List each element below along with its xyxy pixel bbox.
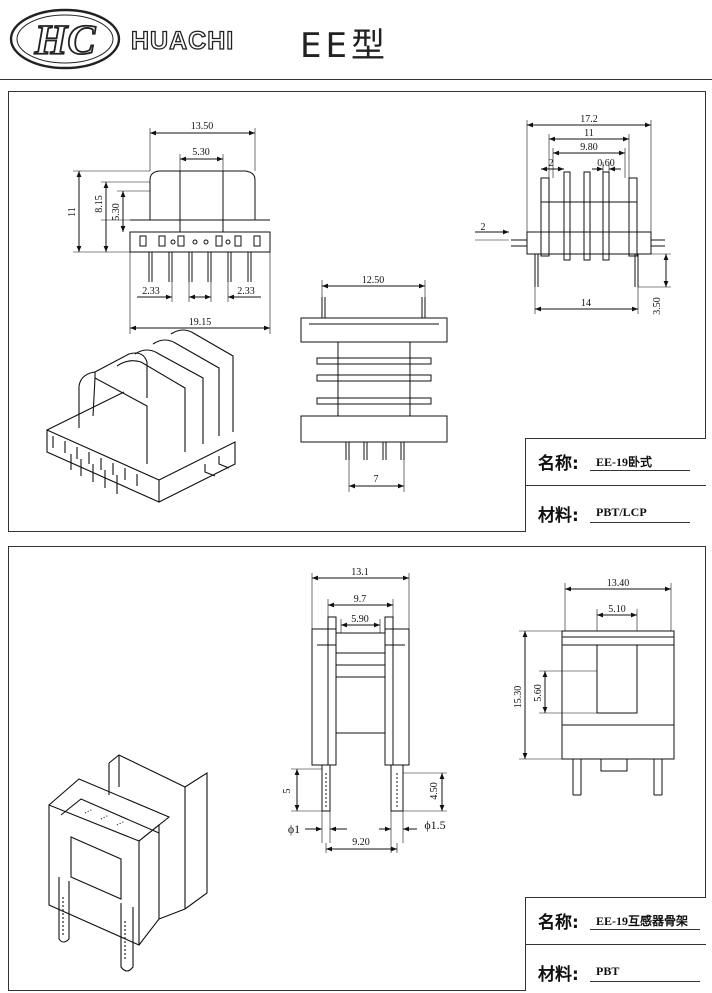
- side-view-bobbin: [511, 171, 665, 287]
- dim-pin-len-left: 5: [282, 789, 293, 794]
- front-view-transformer: [311, 616, 410, 812]
- material-label: 材料:: [538, 506, 579, 526]
- side-view-transformer: [561, 630, 675, 796]
- dim-flange-left: 2: [549, 158, 554, 169]
- technical-drawing-horizontal: 13.50 5.30 11 8.15 5.30 2.33 2.33 19.15 …: [46, 114, 671, 503]
- material-value: PBT/LCP: [596, 505, 647, 519]
- dim-pin-span: 9.20: [352, 837, 370, 848]
- dim-side-width: 13.40: [607, 578, 630, 589]
- material-underline: [590, 522, 690, 523]
- dim-side-total: 17.2: [580, 114, 598, 125]
- spec-box-transformer: 名称: EE-19互感器骨架 材料: PBT: [525, 897, 706, 991]
- dim-pin-dia-left: ϕ1: [288, 822, 300, 836]
- company-logo: HC: [8, 6, 123, 72]
- material-value: PBT: [596, 964, 620, 978]
- isometric-view-transformer: [48, 754, 208, 972]
- drawing-panel-horizontal: 13.50 5.30 11 8.15 5.30 2.33 2.33 19.15 …: [8, 91, 706, 532]
- drawing-panel-transformer: 13.1 9.7 5.90 5 4.50 ϕ1 ϕ1.5 9.20 13.40 …: [8, 546, 706, 991]
- dim-height-mid: 8.15: [94, 195, 105, 213]
- front-view-bobbin: [129, 170, 271, 282]
- dim-pin-thick: 0.60: [597, 158, 615, 169]
- material-label: 材料:: [538, 965, 579, 985]
- material-underline: [590, 981, 700, 982]
- dim-pin-dia-right: ϕ1.5: [424, 818, 445, 832]
- spec-divider: [526, 485, 706, 486]
- dimension-labels-panel1: 13.50 5.30 11 8.15 5.30 2.33 2.33 19.15 …: [67, 114, 663, 485]
- page-header: HC HUACHI EE型: [0, 0, 712, 80]
- dim-top-inner: 5.30: [192, 147, 210, 158]
- name-value: EE-19互感器骨架: [596, 914, 689, 928]
- name-value: EE-19卧式: [596, 455, 653, 469]
- dim-height-total: 11: [67, 207, 78, 217]
- name-underline: [590, 929, 700, 930]
- header-divider: [0, 79, 712, 80]
- dim-pin-span: 7: [374, 474, 379, 485]
- name-underline: [590, 470, 690, 471]
- isometric-view-horizontal: [46, 329, 236, 503]
- dim-side-mid: 11: [584, 128, 594, 139]
- product-type-title: EE型: [300, 26, 389, 66]
- top-view-bobbin: [300, 297, 448, 460]
- technical-drawing-transformer: 13.1 9.7 5.90 5 4.50 ϕ1 ϕ1.5 9.20 13.40 …: [48, 567, 675, 972]
- dim-pin-row: 14: [581, 298, 591, 309]
- dim-side-inner: 5.10: [608, 604, 626, 615]
- dim-body-width: 12.50: [362, 275, 385, 286]
- dim-front-mid: 9.7: [354, 594, 367, 605]
- dim-side-height: 15.30: [513, 686, 524, 709]
- name-label: 名称:: [538, 454, 579, 474]
- front-view-pins: [148, 252, 252, 282]
- dimension-labels-panel2: 13.1 9.7 5.90 5 4.50 ϕ1 ϕ1.5 9.20 13.40 …: [282, 567, 629, 848]
- dim-front-inner: 5.90: [351, 614, 369, 625]
- dim-pin-offset: 2: [481, 222, 486, 233]
- brand-name: HUACHI: [130, 26, 235, 55]
- dim-pitch-left: 2.33: [142, 286, 160, 297]
- spec-box-horizontal: 名称: EE-19卧式 材料: PBT/LCP: [525, 438, 706, 532]
- logo-lettering: HC: [34, 18, 97, 64]
- spec-divider: [526, 944, 706, 945]
- dim-height-inner: 5.30: [111, 203, 122, 221]
- dim-pin-length: 3.50: [652, 297, 663, 315]
- dim-top-width: 13.50: [191, 121, 214, 132]
- dim-front-total: 13.1: [351, 567, 369, 578]
- dim-side-inner: 9.80: [580, 142, 598, 153]
- dim-pitch-right: 2.33: [237, 286, 255, 297]
- name-label: 名称:: [538, 913, 579, 933]
- dim-base-width: 19.15: [189, 317, 212, 328]
- dim-side-window: 5.60: [533, 684, 544, 702]
- dim-pin-len-right: 4.50: [429, 782, 440, 800]
